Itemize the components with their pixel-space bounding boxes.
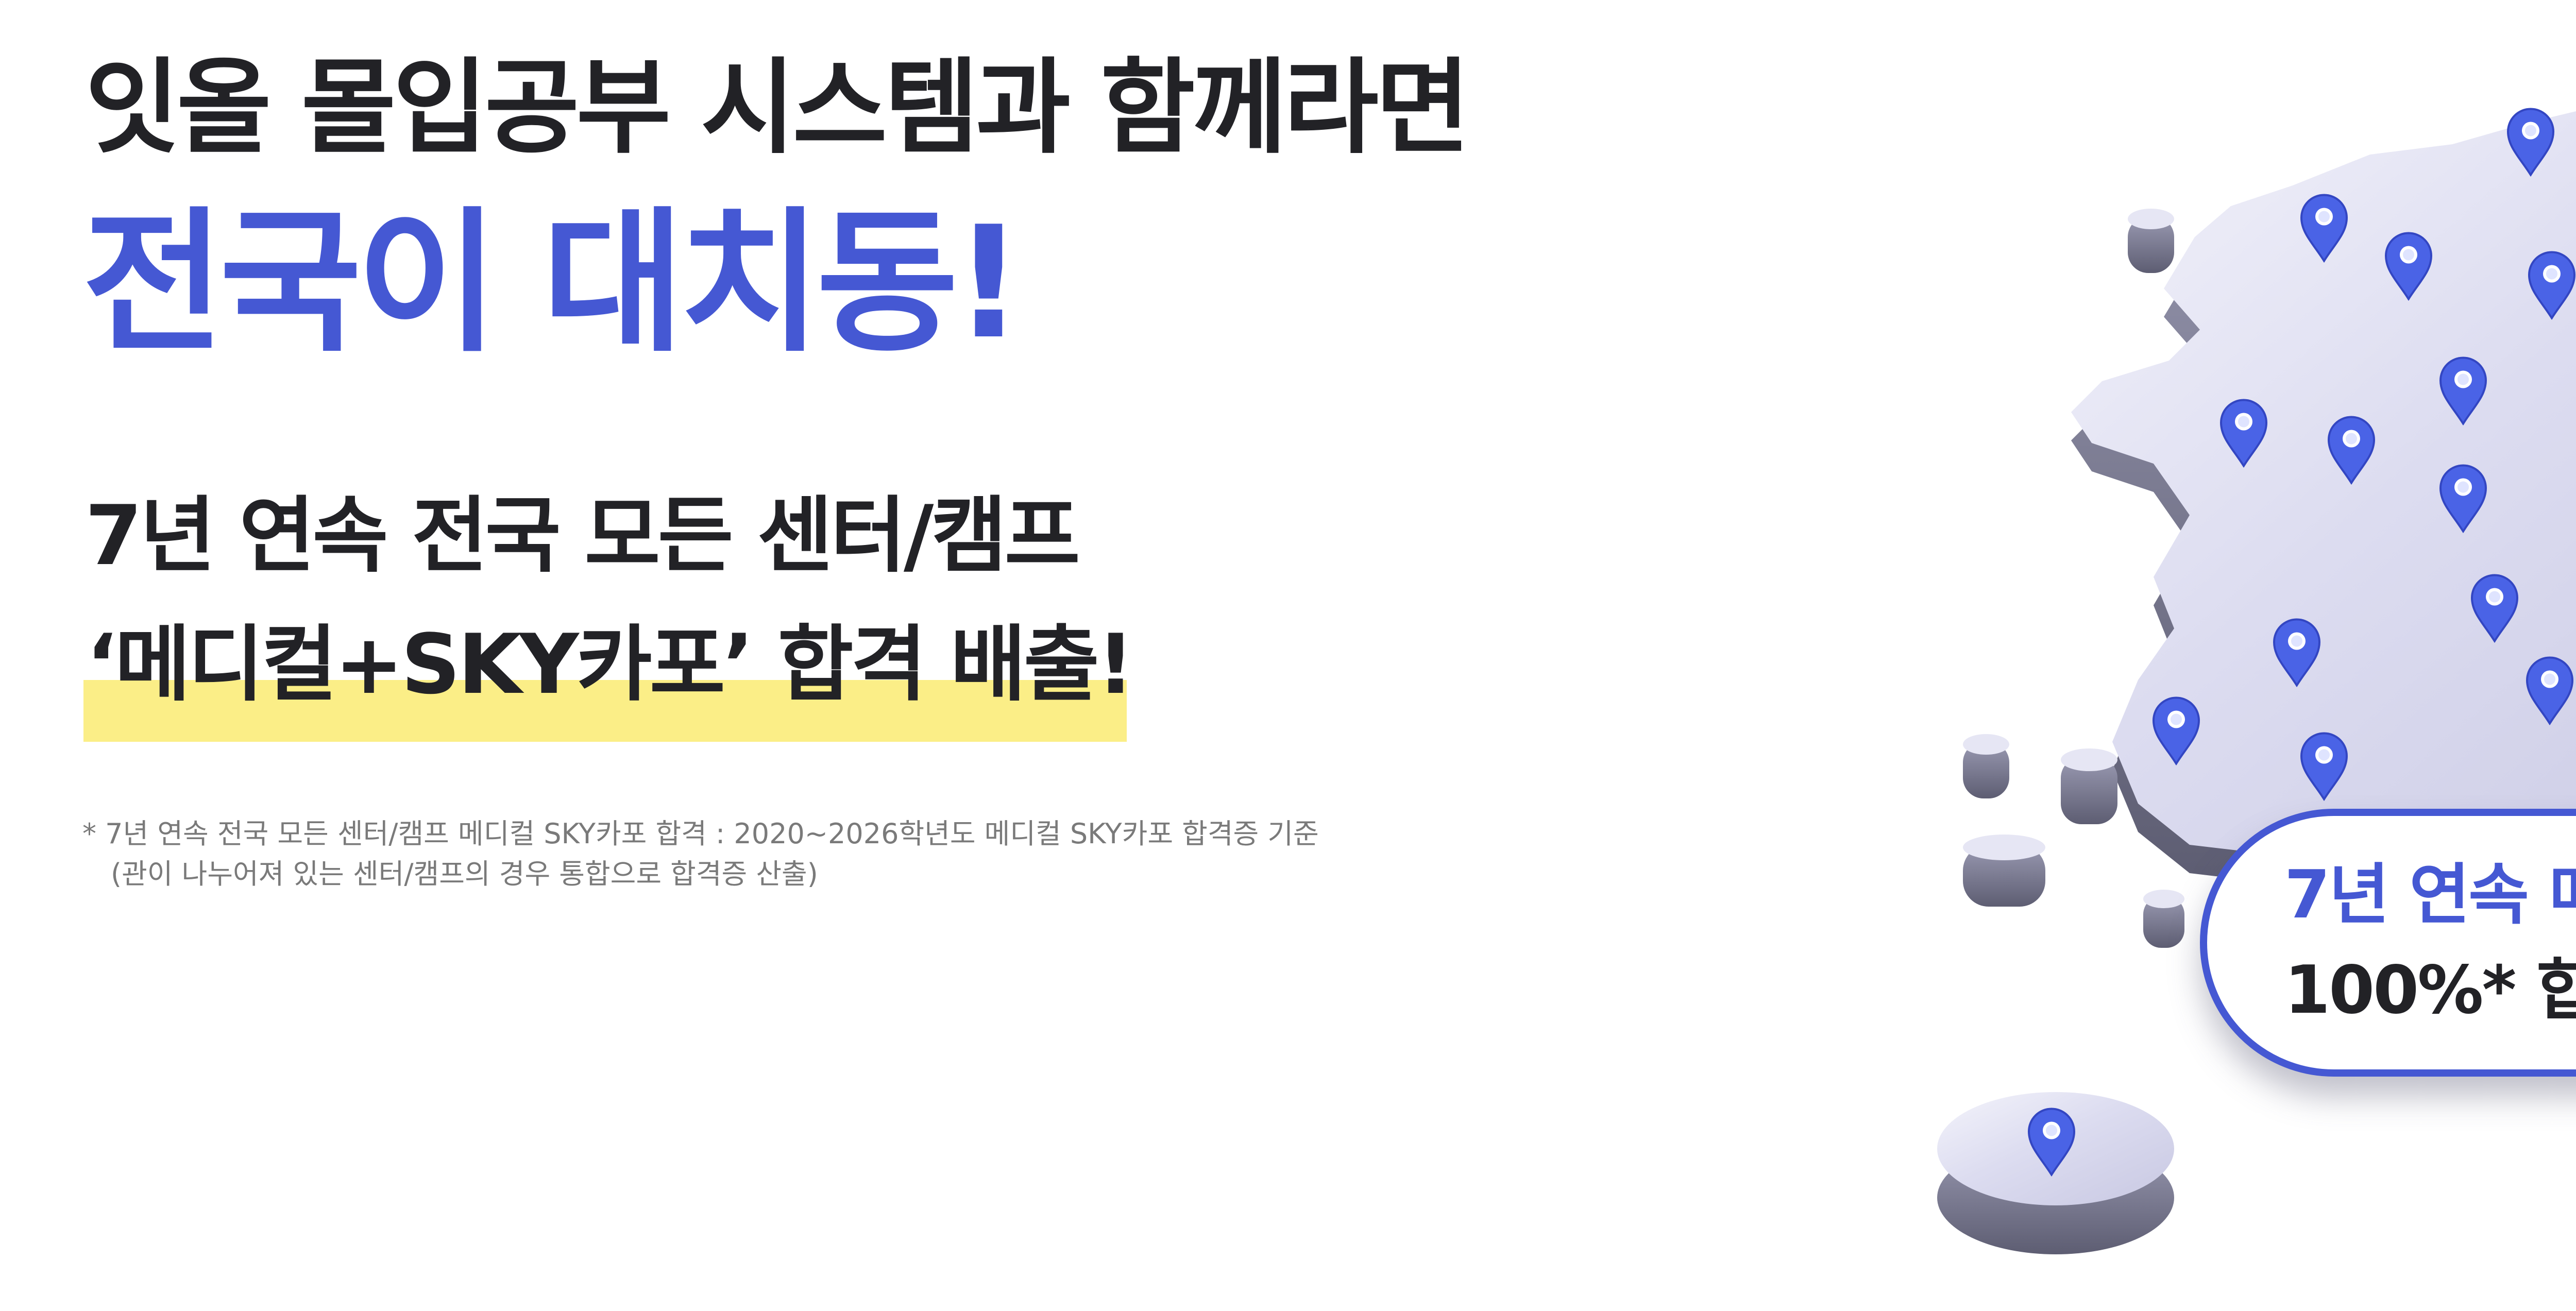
- subheading-line2: ‘메디컬+SKY카포’ 합격 배출!: [86, 616, 1134, 712]
- subheading-line2-block: ‘메디컬+SKY카포’ 합격 배출!: [83, 613, 1134, 742]
- location-pin-icon: [2326, 415, 2377, 485]
- location-pin-icon: [2505, 107, 2556, 177]
- location-pin-icon: [2150, 696, 2202, 766]
- pass-rate-badge: 7년 연속 메디컬 SKY카포 100%* 합격 합격: [2200, 809, 2576, 1077]
- yellow-highlight-bar: [83, 680, 1127, 742]
- location-pin-icon: [2437, 356, 2489, 426]
- location-pin-icon: [2271, 618, 2323, 688]
- footnote-line1: * 7년 연속 전국 모든 센터/캠프 메디컬 SKY카포 합격 : 2020~…: [82, 818, 1319, 850]
- location-pin-icon: [2026, 1107, 2077, 1177]
- location-pin-icon: [2526, 250, 2576, 320]
- badge-pass-rate: 100%* 합격: [2284, 952, 2576, 1029]
- map-mainland: [2071, 111, 2576, 855]
- location-pin-icon: [2218, 398, 2269, 468]
- location-pin-icon: [2469, 573, 2520, 643]
- location-pin-icon: [2298, 193, 2350, 263]
- footnote-line2: (관이 나누어져 있는 센터/캠프의 경우 통합으로 합격증 산출): [111, 858, 818, 891]
- badge-title: 7년 연속 메디컬 SKY카포: [2284, 857, 2576, 933]
- headline-highlight: 전국이 대치동!: [82, 193, 1024, 373]
- location-pin-icon: [2383, 231, 2434, 301]
- headline: 잇올 몰입공부 시스템과 함께라면: [85, 48, 1470, 168]
- location-pin-icon: [2524, 656, 2575, 726]
- korea-map-illustration: [1937, 111, 2576, 1254]
- subheading-line1: 7년 연속 전국 모든 센터/캠프: [85, 487, 1080, 584]
- footnote: * 7년 연속 전국 모든 센터/캠프 메디컬 SKY카포 합격 : 2020~…: [82, 814, 1319, 895]
- location-pin-icon: [2437, 464, 2489, 534]
- map-islands: [1963, 209, 2184, 948]
- location-pin-icon: [2298, 731, 2350, 802]
